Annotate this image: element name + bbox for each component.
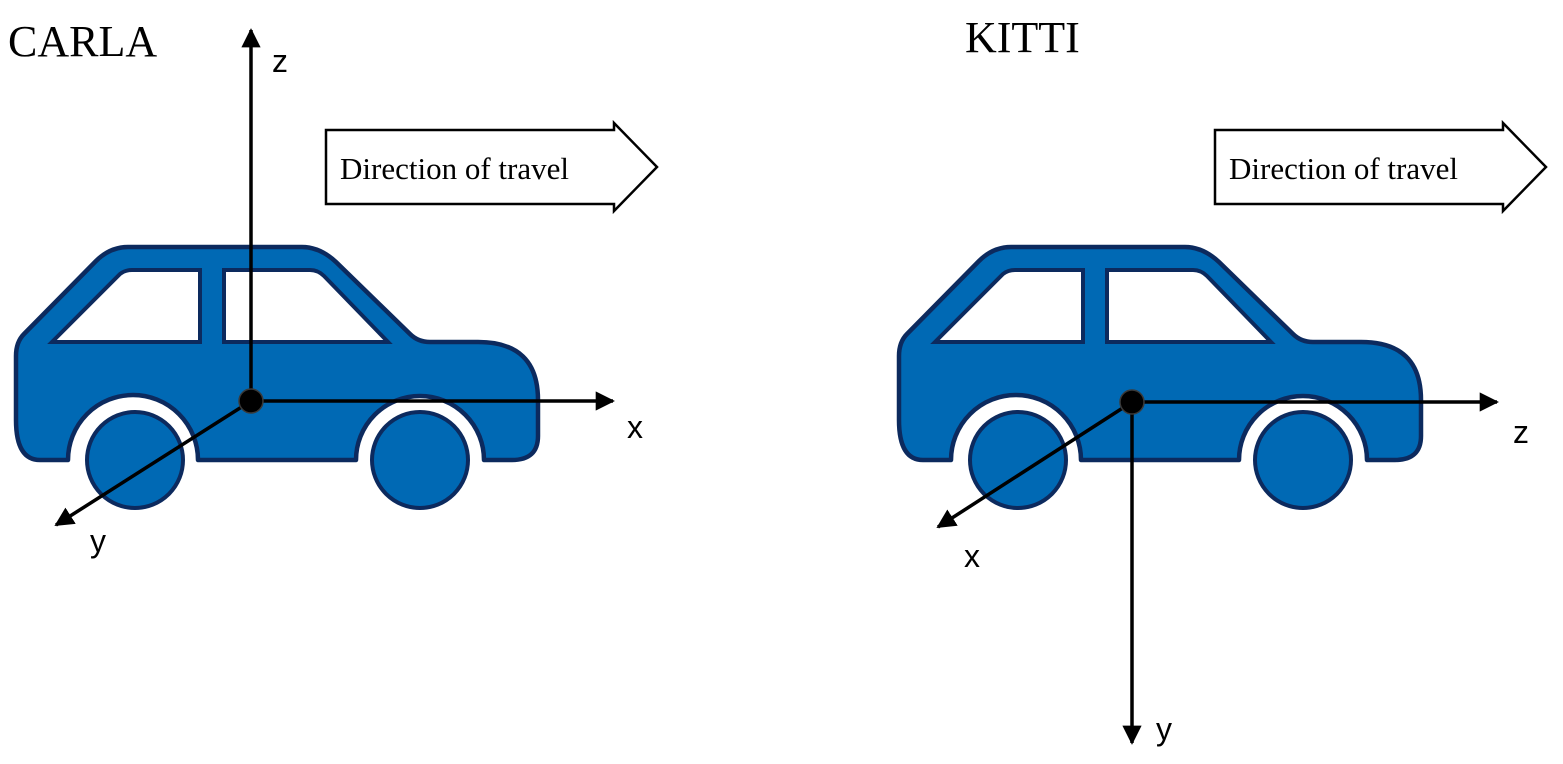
kitti-car-icon [899, 247, 1421, 508]
kitti-y-label: y [1156, 711, 1172, 747]
kitti-title: KITTI [965, 13, 1080, 62]
carla-panel: CARLA Direction of travel z x y [8, 17, 659, 559]
carla-title: CARLA [8, 17, 157, 66]
kitti-axes: z x y [936, 389, 1529, 747]
carla-direction-arrow: Direction of travel [324, 119, 659, 215]
kitti-origin [1119, 389, 1145, 415]
kitti-z-label: z [1513, 414, 1529, 450]
carla-direction-label: Direction of travel [340, 151, 569, 186]
kitti-x-label: x [964, 538, 980, 574]
carla-axes: z x y [54, 28, 643, 559]
carla-y-axis [54, 399, 252, 527]
carla-origin [238, 388, 264, 414]
carla-x-label: x [627, 409, 643, 445]
kitti-panel: KITTI Direction of travel z x y [899, 13, 1548, 747]
carla-car-icon [16, 247, 538, 508]
carla-z-label: z [272, 43, 288, 79]
carla-y-label: y [90, 523, 106, 559]
kitti-x-axis [936, 400, 1133, 529]
kitti-direction-label: Direction of travel [1229, 151, 1458, 186]
kitti-direction-arrow: Direction of travel [1213, 119, 1548, 215]
